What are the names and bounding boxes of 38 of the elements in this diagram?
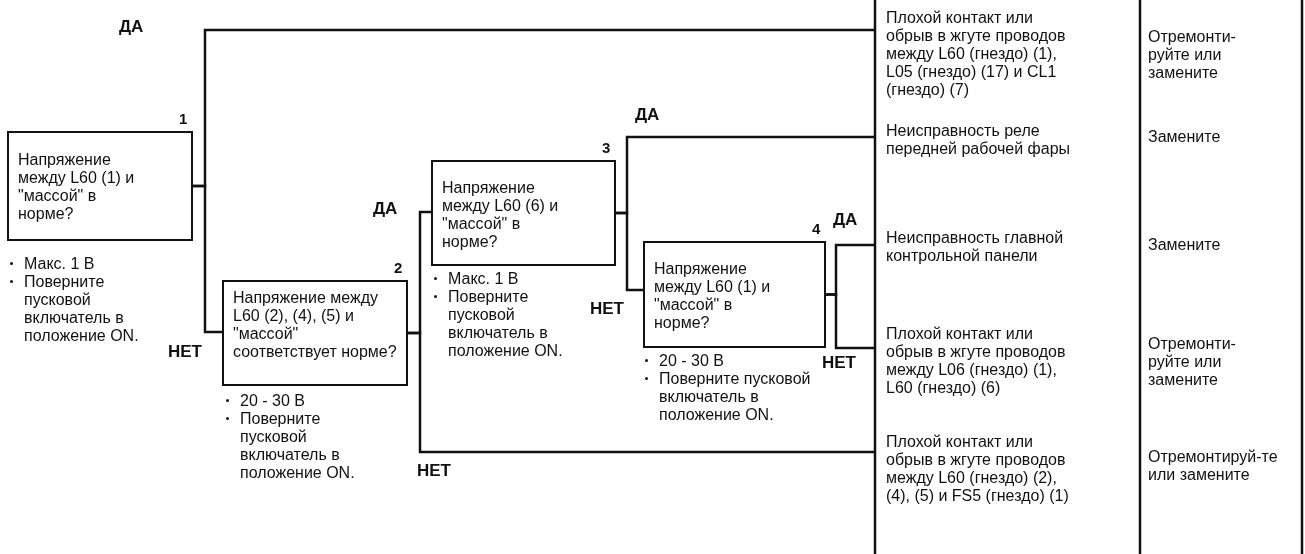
connector-line (826, 293, 876, 350)
edge-label: ДА (372, 200, 399, 218)
decision-box (7, 131, 193, 241)
remedy-text: Отремонти-руйте или замените (1148, 28, 1237, 82)
decision-box (431, 160, 616, 266)
step-number: 4 (812, 220, 821, 237)
remedy-text: Замените (1148, 236, 1222, 254)
edge-label: ДА (832, 211, 859, 229)
decision-box (222, 280, 408, 386)
remedy-text: Замените (1148, 128, 1222, 146)
connector-line (616, 211, 643, 292)
note-text: 20 - 30 В (659, 352, 725, 370)
connector-line (193, 184, 222, 334)
note-text: Макс. 1 В (24, 255, 96, 273)
step-number: 3 (602, 139, 611, 156)
edge-label: ДА (634, 106, 661, 124)
remedy-text: Отремонти-руйте или замените (1148, 335, 1237, 389)
note-text: 20 - 30 В (240, 392, 306, 410)
question-text: Напряжение между L60 (2), (4), (5) и "массой" соответствует норме? (233, 289, 398, 361)
remedy-text: Отремонтируй-те или замените (1148, 448, 1279, 484)
cause-text: Плохой контакт или обрыв в жгуте проводов между L60 (гнездо) (2), (4), (5) и FS5 (гнездо) (1) (886, 433, 1070, 505)
cause-text: Плохой контакт или обрыв в жгуте проводов между L60 (гнездо) (1), L05 (гнездо) (17) и CL1 (гнездо) (7) (886, 9, 1067, 99)
connector-line (408, 331, 876, 454)
cause-text: Неисправность реле передней рабочей фары (886, 122, 1071, 158)
step-number: 1 (179, 110, 188, 127)
question-text: Напряжение между L60 (1) и "массой" в норме? (654, 260, 772, 332)
note-text: Поверните пусковой включатель в положение ON. (659, 370, 812, 424)
note-text: Поверните пусковой включатель в положение ON. (24, 273, 140, 345)
question-text: Напряжение между L60 (6) и "массой" в норме? (442, 179, 560, 251)
cause-text: Неисправность главной контрольной панели (886, 229, 1065, 265)
edge-label: ДА (118, 18, 145, 36)
step-number: 2 (394, 259, 403, 276)
note-text: Поверните пусковой включатель в положение ON. (448, 288, 564, 360)
note-text: Поверните пусковой включатель в положение ON. (240, 410, 356, 482)
cause-text: Плохой контакт или обрыв в жгуте проводов между L06 (гнездо) (1), L60 (гнездо) (6) (886, 325, 1067, 397)
note-text: Макс. 1 В (448, 270, 520, 288)
question-text: Напряжение между L60 (1) и "массой" в норме? (18, 151, 136, 223)
decision-box (643, 241, 826, 348)
